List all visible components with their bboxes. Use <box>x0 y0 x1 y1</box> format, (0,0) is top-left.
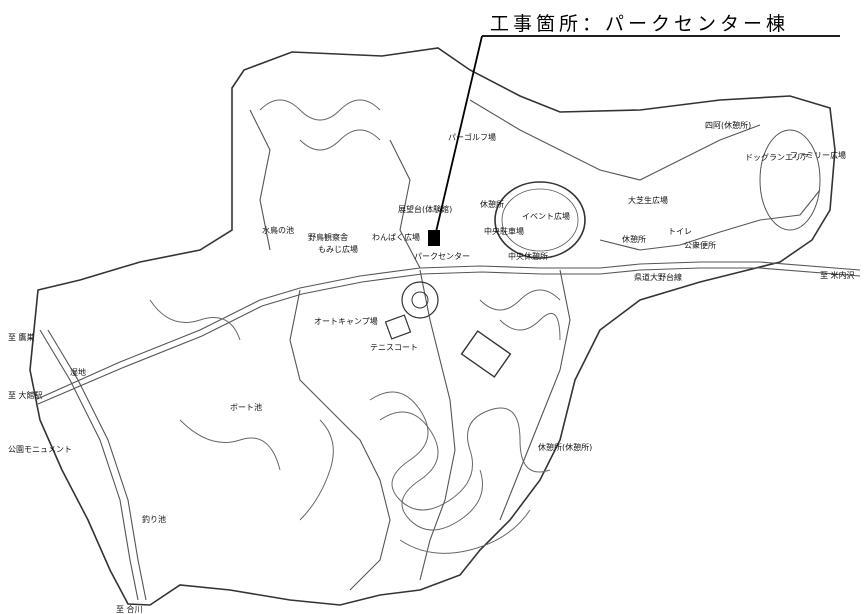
label-rest-spot: 休憩所(休憩所) <box>538 442 592 452</box>
label-pond-bird: 水鳥の池 <box>262 225 294 235</box>
label-central-parking: 中央駐車場 <box>484 226 524 236</box>
park-center-building <box>428 230 440 246</box>
event-plaza-inner <box>501 188 579 252</box>
label-playground: ドッグランエリア <box>745 152 809 162</box>
label-bird-house: 野鳥観察舎 <box>308 232 348 242</box>
label-sports-plaza: ファミリー広場 <box>790 150 846 160</box>
fountain-plaza <box>401 281 439 319</box>
label-event-plaza: イベント広場 <box>522 211 570 221</box>
label-to-odate: 至 大館駅 <box>8 390 43 400</box>
camp-site-block <box>384 314 412 340</box>
trails <box>149 99 561 554</box>
fountain-center <box>411 291 429 309</box>
east-field <box>759 129 821 231</box>
label-monument: 公園モニュメント <box>8 445 72 454</box>
label-forest-plaza: わんぱく広場 <box>372 232 420 242</box>
event-plaza-field <box>494 181 586 259</box>
label-to-kitaura: 至 鷹巣 <box>8 332 35 342</box>
label-central-rest: 中央休憩所 <box>508 251 548 261</box>
label-main-road: 県道大野台線 <box>634 272 682 282</box>
label-fishing-pond: 釣り池 <box>142 514 166 524</box>
label-boat-pond: ボート池 <box>230 402 262 412</box>
label-rest-house: 休憩所 <box>480 199 504 209</box>
tennis-court <box>460 330 512 378</box>
label-lodge: 休憩所 <box>622 234 646 244</box>
label-lawn-plaza: 大芝生広場 <box>628 195 668 205</box>
callout-pointer-line <box>435 35 483 233</box>
callout-title: 工事箇所：パークセンター棟 <box>490 13 789 35</box>
road-network <box>34 99 861 601</box>
label-tennis: テニスコート <box>370 343 418 352</box>
label-barbecue: オートキャンプ場 <box>314 316 378 326</box>
label-park-center: パークセンター <box>414 252 470 261</box>
label-to-east: 至 米内沢 <box>820 270 855 280</box>
label-observatory: 展望台(体験館) <box>398 204 452 214</box>
label-tree-plaza: もみじ広場 <box>318 244 358 254</box>
label-upper-plaza: パーゴルフ場 <box>448 132 496 142</box>
label-north-rest: 四阿(休憩所) <box>705 120 751 130</box>
park-boundary <box>29 47 836 606</box>
label-swamp: 湿地 <box>70 367 86 377</box>
label-to-aikawa: 至 合川 <box>116 604 143 614</box>
label-east-toilet: 公衆便所 <box>684 240 716 250</box>
label-lavatory: トイレ <box>668 227 692 236</box>
